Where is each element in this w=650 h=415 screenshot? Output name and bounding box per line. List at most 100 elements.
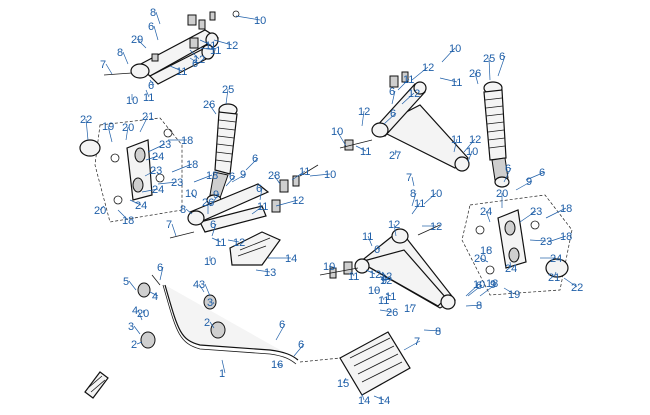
part-callout-label: 8	[150, 7, 156, 19]
part-callout-label: 9	[381, 275, 387, 287]
callout-leader-line	[291, 170, 306, 181]
callout-leader-line	[409, 303, 413, 309]
part-callout-label: 6	[499, 51, 505, 63]
part-callout-label: 11	[378, 295, 389, 307]
callout-leader-line	[204, 283, 211, 297]
callout-leader-line	[342, 377, 347, 384]
callout-leader-line	[545, 207, 567, 219]
callout-leader-line	[211, 223, 217, 237]
callout-leader-line	[159, 266, 164, 281]
part-callout-label: 11	[205, 40, 216, 52]
callout-leader-line	[385, 293, 392, 297]
callout-leader-line	[275, 199, 299, 207]
part-callout-label: 10	[204, 256, 216, 268]
front-direction-arrow-icon	[84, 371, 109, 399]
callout-leader-line	[509, 261, 512, 269]
callout-leader-line	[199, 47, 217, 51]
part-callout-label: 10	[466, 146, 478, 158]
callout-leader-line	[479, 283, 497, 297]
part-callout-label: 10	[368, 285, 380, 297]
callout-leader-line	[553, 271, 557, 278]
part-callout-label: 24	[505, 263, 517, 275]
part-callout-label: 6	[157, 262, 163, 274]
part-callout-label: 18	[206, 170, 218, 182]
part-callout-label: 18	[560, 203, 572, 215]
callout-leader-line	[255, 269, 271, 273]
part-callout-label: 6	[210, 219, 216, 231]
callout-leader-line	[465, 304, 483, 307]
part-callout-label: 24	[550, 253, 562, 265]
part-callout-label: 2	[131, 339, 137, 351]
part-callout-label: 26	[469, 68, 481, 80]
callout-leader-line	[198, 283, 205, 293]
part-callout-label: 11	[143, 92, 154, 104]
part-callout-label: 18	[186, 159, 198, 171]
callout-leader-line	[209, 321, 215, 329]
part-callout-label: 23	[540, 236, 552, 248]
callout-leader-line	[189, 49, 200, 60]
part-callout-label: 10	[323, 261, 335, 273]
part-callout-label: 21	[142, 111, 154, 123]
part-callout-label: 24	[152, 184, 164, 196]
callout-leader-line	[403, 340, 421, 351]
part-callout-label: 16	[271, 359, 283, 371]
part-callout-label: 17	[404, 303, 416, 315]
part-callout-label: 4	[152, 291, 158, 303]
part-callout-label: 4	[193, 279, 199, 291]
part-callout-label: 20	[474, 253, 486, 265]
left-knuckle-assembly	[79, 117, 183, 223]
part-callout-label: 24	[480, 206, 492, 218]
callout-leader-line	[393, 223, 397, 237]
part-callout-label: 11	[299, 166, 310, 178]
callout-leader-line	[125, 126, 129, 141]
part-callout-label: 8	[410, 188, 416, 200]
part-callout-label: 10	[473, 279, 485, 291]
callout-leader-line	[503, 287, 515, 295]
left-shock-absorber	[206, 103, 238, 206]
callout-leader-line	[225, 175, 236, 187]
part-callout-label: 10	[126, 95, 138, 107]
part-callout-label: 24	[135, 200, 147, 212]
part-callout-label: 23	[150, 165, 162, 177]
callout-leader-line	[245, 157, 259, 171]
callout-leader-line	[107, 125, 113, 143]
part-callout-label: 23	[530, 206, 542, 218]
right-upper-a-arm	[339, 71, 470, 172]
part-callout-label: 20	[94, 205, 106, 217]
callout-leader-line	[515, 180, 533, 191]
callout-leader-line	[328, 265, 337, 269]
callout-leader-line	[391, 90, 396, 105]
callout-leader-line	[355, 145, 367, 152]
part-callout-label: 12	[193, 54, 205, 66]
callout-leader-line	[453, 138, 458, 153]
part-callout-label: 18	[181, 135, 193, 147]
part-callout-label: 11	[403, 74, 414, 86]
part-callout-label: 11	[176, 66, 187, 78]
callout-leader-line	[397, 78, 410, 91]
right-knuckle-assembly	[461, 194, 573, 296]
callout-leader-line	[193, 174, 213, 183]
part-callout-label: 6	[505, 163, 511, 175]
part-callout-label: 12	[233, 237, 245, 249]
part-callout-label: 18	[486, 278, 498, 290]
callout-leader-line	[171, 163, 193, 173]
callout-leader-line	[423, 329, 442, 332]
part-callout-label: 22	[571, 282, 583, 294]
part-callout-label: 6	[390, 108, 396, 120]
callout-leader-line	[225, 88, 229, 105]
part-callout-label: 8	[117, 47, 123, 59]
callout-leader-line	[381, 295, 385, 301]
callout-leader-line	[213, 39, 233, 46]
callout-leader-line	[474, 72, 479, 85]
callout-leader-line	[231, 173, 247, 183]
callout-leader-line	[309, 173, 331, 177]
part-callout-label: 12	[380, 275, 392, 287]
part-callout-label: 14	[285, 253, 297, 265]
callout-leader-line	[383, 275, 388, 281]
part-callout-label: 12	[408, 88, 420, 100]
callout-leader-line	[85, 118, 89, 141]
callout-leader-line	[377, 245, 381, 250]
part-callout-label: 6	[229, 171, 235, 183]
callout-leader-line	[153, 25, 159, 41]
